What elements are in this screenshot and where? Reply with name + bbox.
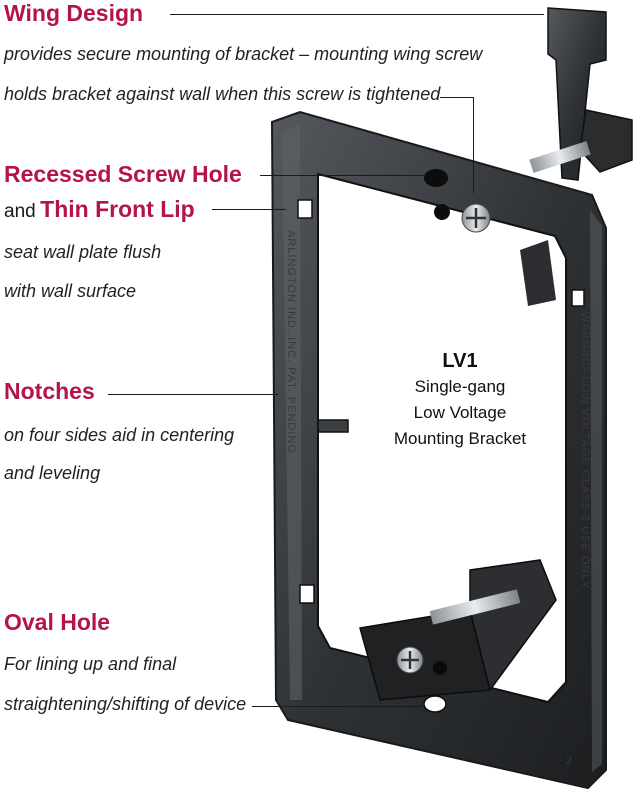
- leader-oval-hole: [252, 706, 422, 708]
- right-rail-engraving: WARNING-LOW VOLTAGE CLASS 2 USE ONLY: [579, 312, 591, 589]
- leader-recessed-screw-hole: [260, 175, 426, 177]
- product-model: LV1: [442, 350, 478, 372]
- thin-front-lip-heading: Thin Front Lip: [40, 196, 195, 222]
- notch: [299, 584, 315, 604]
- leader-notches: [108, 394, 278, 396]
- notches-desc-2: and leveling: [4, 463, 101, 483]
- leader-wing-screw-v: [473, 97, 475, 193]
- oval-hole-heading: Oval Hole: [4, 609, 111, 635]
- connector-and: and: [4, 201, 36, 222]
- product-line-1: Single-gang: [414, 377, 506, 396]
- thin-front-lip-line: and Thin Front Lip: [4, 196, 195, 223]
- product-line-2: Low Voltage: [413, 403, 507, 422]
- bottom-clamp: [359, 559, 557, 701]
- notches-heading: Notches: [4, 378, 95, 404]
- oval-hole-desc-2: straightening/shifting of device: [4, 694, 247, 714]
- wing-design-desc-1: provides secure mounting of bracket – mo…: [4, 44, 483, 64]
- left-rail-engraving: ARLINGTON IND. INC. PAT. PENDING: [285, 230, 297, 454]
- recessed-desc-1: seat wall plate flush: [4, 242, 162, 262]
- recessed-screw-hole: [424, 169, 448, 187]
- oval-hole-desc-1: For lining up and final: [4, 654, 177, 674]
- oval-hole: [423, 695, 447, 713]
- product-label: LV1 Single-gang Low Voltage Mounting Bra…: [380, 348, 540, 452]
- wing-mechanism: [520, 7, 633, 306]
- wing-design-desc-2: holds bracket against wall when this scr…: [4, 84, 441, 104]
- leader-wing-screw-h: [440, 97, 474, 99]
- notches-desc-1: on four sides aid in centering: [4, 425, 235, 445]
- leader-wing-design: [170, 14, 544, 16]
- recessed-desc-2: with wall surface: [4, 281, 137, 301]
- wing-design-heading: Wing Design: [4, 0, 144, 26]
- notch: [297, 199, 313, 219]
- corner-number: 2: [566, 755, 573, 767]
- leader-thin-front-lip: [212, 209, 286, 211]
- product-line-3: Mounting Bracket: [393, 429, 527, 448]
- recessed-screw-hole-heading: Recessed Screw Hole: [4, 161, 242, 187]
